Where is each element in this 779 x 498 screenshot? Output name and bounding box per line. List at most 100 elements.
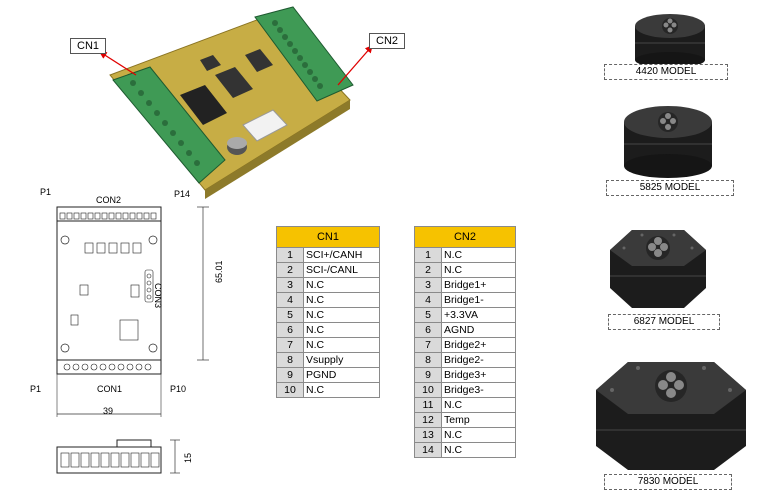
cn1-table-title: CN1 xyxy=(276,226,380,248)
cn2-pin-number: 6 xyxy=(414,322,442,338)
cn2-pin-number: 4 xyxy=(414,292,442,308)
cn1-pin-signal: PGND xyxy=(303,367,380,383)
cn1-pin-signal: N.C xyxy=(303,322,380,338)
cn2-pin-number: 3 xyxy=(414,277,442,293)
cn2-pin-signal: N.C xyxy=(441,427,516,443)
board-technical-drawing xyxy=(56,206,209,474)
label-p10: P10 xyxy=(170,384,187,394)
cn2-arrow xyxy=(337,45,373,86)
cn1-pin-signal: N.C xyxy=(303,382,380,398)
cn2-pin-number: 8 xyxy=(414,352,442,368)
cn1-pin-number: 8 xyxy=(276,352,304,368)
cn1-pin-number: 4 xyxy=(276,292,304,308)
label-dim-side: 15 xyxy=(183,452,193,463)
model-7830-label: 7830 MODEL xyxy=(604,474,732,490)
model-6827-image xyxy=(610,230,706,308)
model-4420-image xyxy=(635,14,705,68)
cn2-pin-signal: N.C xyxy=(441,247,516,263)
cn1-arrow xyxy=(98,51,137,76)
cn2-callout: CN2 xyxy=(369,33,406,49)
cn1-pin-number: 7 xyxy=(276,337,304,353)
cn2-pin-number: 10 xyxy=(414,382,442,398)
cn1-pin-number: 6 xyxy=(276,322,304,338)
model-7830-image xyxy=(596,362,746,470)
cn2-row: 5+3.3VA xyxy=(414,307,516,323)
cn2-pin-signal: AGND xyxy=(441,322,516,338)
cn1-pin-signal: N.C xyxy=(303,307,380,323)
cn2-pin-signal: Bridge3- xyxy=(441,382,516,398)
label-con3: CON3 xyxy=(153,283,163,309)
cn1-pin-number: 5 xyxy=(276,307,304,323)
pcb-board-photo xyxy=(109,6,354,199)
cn1-callout: CN1 xyxy=(70,38,107,54)
label-con2: CON2 xyxy=(96,195,122,205)
label-p1-top: P1 xyxy=(40,187,52,197)
cn1-pin-number: 3 xyxy=(276,277,304,293)
cn1-pin-signal: SCI-/CANL xyxy=(303,262,380,278)
cn2-pin-signal: N.C xyxy=(441,262,516,278)
cn2-pin-signal: +3.3VA xyxy=(441,307,516,323)
model-5825-label: 5825 MODEL xyxy=(606,180,734,196)
cn2-pin-number: 7 xyxy=(414,337,442,353)
cn2-pin-signal: Bridge1- xyxy=(441,292,516,308)
label-dim-height: 65.01 xyxy=(214,260,224,283)
cn2-table-title: CN2 xyxy=(414,226,516,248)
cn1-pin-number: 1 xyxy=(276,247,304,263)
cn1-pin-number: 10 xyxy=(276,382,304,398)
cn2-pin-number: 12 xyxy=(414,412,442,428)
model-5825-image xyxy=(624,106,712,178)
cn1-pin-signal: N.C xyxy=(303,277,380,293)
cn2-pin-number: 13 xyxy=(414,427,442,443)
cn1-pin-signal: N.C xyxy=(303,337,380,353)
label-con1: CON1 xyxy=(97,384,123,394)
cn2-pin-signal: N.C xyxy=(441,442,516,458)
cn1-pin-signal: N.C xyxy=(303,292,380,308)
label-dim-width: 39 xyxy=(103,406,114,416)
label-p14: P14 xyxy=(174,189,191,199)
cn2-pin-number: 2 xyxy=(414,262,442,278)
cn2-pin-signal: N.C xyxy=(441,397,516,413)
cn2-pin-signal: Bridge2+ xyxy=(441,337,516,353)
cn2-pin-number: 5 xyxy=(414,307,442,323)
cn2-pin-signal: Bridge1+ xyxy=(441,277,516,293)
cn2-pin-signal: Bridge3+ xyxy=(441,367,516,383)
callout-arrows xyxy=(98,45,373,86)
cn2-pin-signal: Bridge2- xyxy=(441,352,516,368)
cn1-pin-signal: Vsupply xyxy=(303,352,380,368)
cn2-pin-number: 9 xyxy=(414,367,442,383)
cn1-pin-number: 2 xyxy=(276,262,304,278)
model-6827-label: 6827 MODEL xyxy=(608,314,720,330)
model-4420-label: 4420 MODEL xyxy=(604,64,728,80)
cn1-pin-signal: SCI+/CANH xyxy=(303,247,380,263)
label-p1-bottom: P1 xyxy=(30,384,42,394)
cn2-pin-signal: Temp xyxy=(441,412,516,428)
cn2-pin-number: 1 xyxy=(414,247,442,263)
cn2-pin-number: 14 xyxy=(414,442,442,458)
cn1-pin-number: 9 xyxy=(276,367,304,383)
